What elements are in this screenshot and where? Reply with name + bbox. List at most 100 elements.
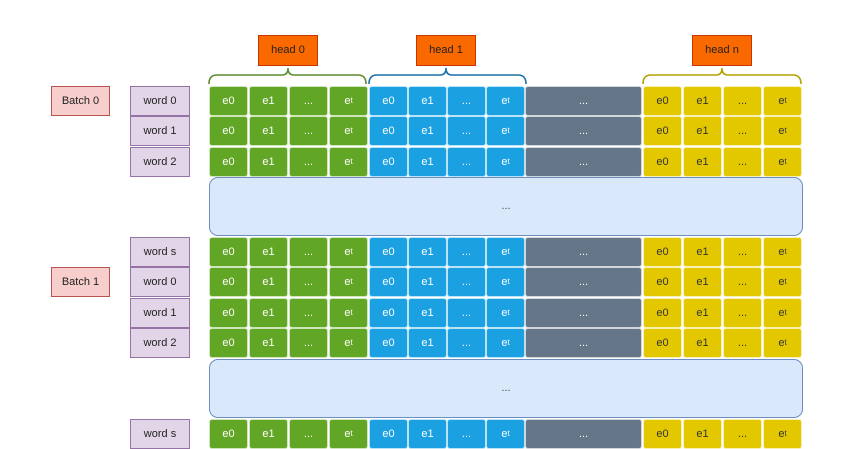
embedding-cell: e1 bbox=[408, 419, 447, 449]
word-label: word 1 bbox=[130, 298, 190, 328]
head-0-label: head 0 bbox=[258, 35, 318, 66]
ellipsis-heads-block: ... bbox=[525, 237, 642, 267]
embedding-cell: e0 bbox=[209, 419, 248, 449]
embedding-cell: e0 bbox=[209, 147, 248, 177]
embedding-cell: ... bbox=[723, 237, 762, 267]
embedding-cell: e0 bbox=[209, 86, 248, 116]
embedding-cell: ... bbox=[289, 86, 328, 116]
embedding-cell: e0 bbox=[369, 147, 408, 177]
embedding-cell: e0 bbox=[643, 116, 682, 146]
embedding-cell: e1 bbox=[408, 267, 447, 297]
embedding-cell: ... bbox=[447, 116, 486, 146]
embedding-cell: ... bbox=[723, 147, 762, 177]
embedding-cell: e0 bbox=[369, 419, 408, 449]
embedding-cell: e1 bbox=[408, 147, 447, 177]
embedding-cell: ... bbox=[723, 116, 762, 146]
embedding-cell: e0 bbox=[643, 237, 682, 267]
batch-label: Batch 1 bbox=[51, 267, 110, 297]
embedding-cell: ... bbox=[447, 298, 486, 328]
ellipsis-heads-block: ... bbox=[525, 328, 642, 358]
embedding-cell: ... bbox=[289, 267, 328, 297]
embedding-cell: e0 bbox=[209, 267, 248, 297]
ellipsis-heads-block: ... bbox=[525, 147, 642, 177]
word-label: word 2 bbox=[130, 147, 190, 177]
embedding-cell: e1 bbox=[683, 116, 722, 146]
word-label: word 0 bbox=[130, 267, 190, 297]
ellipsis-rows-gap: ... bbox=[209, 359, 803, 418]
embedding-cell: e1 bbox=[249, 328, 288, 358]
embedding-cell: e1 bbox=[249, 419, 288, 449]
ellipsis-heads-block: ... bbox=[525, 298, 642, 328]
embedding-cell: e1 bbox=[408, 298, 447, 328]
embedding-cell: e1 bbox=[408, 86, 447, 116]
ellipsis-heads-block: ... bbox=[525, 267, 642, 297]
word-label: word s bbox=[130, 237, 190, 267]
embedding-cell: ... bbox=[447, 419, 486, 449]
embedding-cell: e1 bbox=[683, 86, 722, 116]
embedding-cell: ... bbox=[289, 237, 328, 267]
embedding-cell: e0 bbox=[643, 267, 682, 297]
embedding-cell: ... bbox=[723, 298, 762, 328]
embedding-cell: e1 bbox=[408, 116, 447, 146]
embedding-cell: ... bbox=[289, 147, 328, 177]
word-label: word 1 bbox=[130, 116, 190, 146]
embedding-cell: ... bbox=[289, 116, 328, 146]
embedding-cell: ... bbox=[289, 419, 328, 449]
embedding-cell: e1 bbox=[249, 298, 288, 328]
embedding-cell: e0 bbox=[369, 328, 408, 358]
embedding-cell: ... bbox=[289, 298, 328, 328]
embedding-cell: e1 bbox=[683, 147, 722, 177]
ellipsis-rows-gap: ... bbox=[209, 177, 803, 236]
embedding-cell: ... bbox=[723, 267, 762, 297]
embedding-cell: e0 bbox=[209, 237, 248, 267]
embedding-cell: e0 bbox=[369, 298, 408, 328]
word-label: word 0 bbox=[130, 86, 190, 116]
embedding-cell: e1 bbox=[683, 419, 722, 449]
embedding-cell: e1 bbox=[249, 116, 288, 146]
embedding-cell: e0 bbox=[643, 328, 682, 358]
embedding-cell: e1 bbox=[683, 328, 722, 358]
ellipsis-heads-block: ... bbox=[525, 419, 642, 449]
embedding-cell: e1 bbox=[408, 328, 447, 358]
embedding-cell: ... bbox=[447, 86, 486, 116]
embedding-cell: ... bbox=[447, 328, 486, 358]
embedding-cell: e0 bbox=[643, 419, 682, 449]
ellipsis-heads-block: ... bbox=[525, 116, 642, 146]
embedding-cell: ... bbox=[447, 267, 486, 297]
word-label: word s bbox=[130, 419, 190, 449]
embedding-cell: e1 bbox=[249, 267, 288, 297]
embedding-cell: ... bbox=[447, 237, 486, 267]
batch-label: Batch 0 bbox=[51, 86, 110, 116]
embedding-cell: e0 bbox=[643, 147, 682, 177]
embedding-cell: e0 bbox=[209, 298, 248, 328]
word-label: word 2 bbox=[130, 328, 190, 358]
embedding-cell: ... bbox=[723, 419, 762, 449]
embedding-cell: e0 bbox=[369, 86, 408, 116]
embedding-cell: e0 bbox=[369, 237, 408, 267]
embedding-cell: ... bbox=[289, 328, 328, 358]
head-n-label: head n bbox=[692, 35, 752, 66]
